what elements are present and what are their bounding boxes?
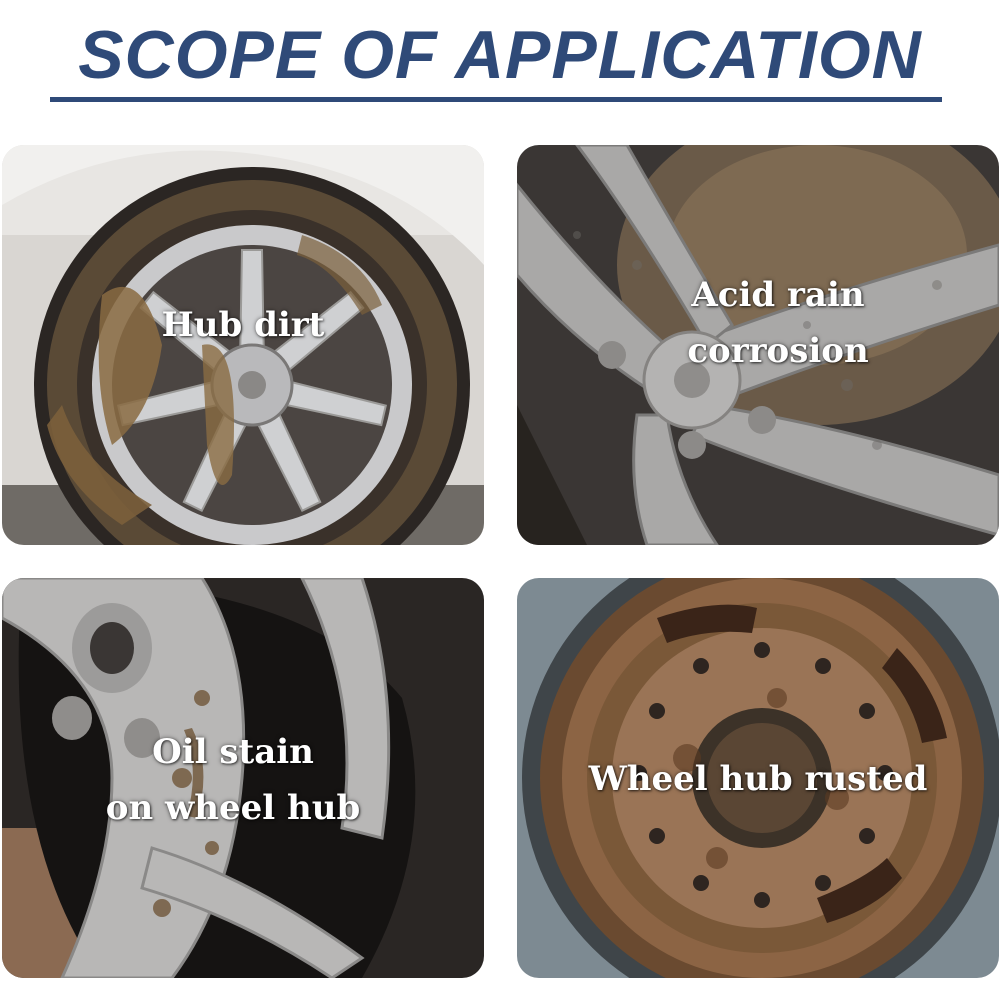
page-title: SCOPE OF APPLICATION [78,17,922,93]
caption-acid-rain: Acid rain corrosion [517,267,999,379]
muddy-wheel-photo [2,145,484,545]
caption-oil-stain: Oil stain on wheel hub [2,724,484,836]
caption-line: Wheel hub rusted [588,759,928,799]
caption-line: Oil stain [152,732,314,772]
caption-line: Hub dirt [161,305,325,345]
panel-acid-rain-corrosion: Acid rain corrosion [517,145,999,545]
panel-wheel-hub-rusted: Wheel hub rusted [517,578,999,978]
caption-line: Acid rain [691,275,865,315]
panel-hub-dirt: Hub dirt [2,145,484,545]
caption-hub-dirt: Hub dirt [2,297,484,353]
caption-line: corrosion [687,331,869,371]
title-underline [50,97,942,102]
panel-oil-stain: Oil stain on wheel hub [2,578,484,978]
caption-wheel-hub-rusted: Wheel hub rusted [517,751,999,807]
rusted-wheel-photo [517,578,999,978]
oil-stained-wheel-photo [2,578,484,978]
corroded-wheel-photo [517,145,999,545]
caption-line: on wheel hub [105,788,361,828]
